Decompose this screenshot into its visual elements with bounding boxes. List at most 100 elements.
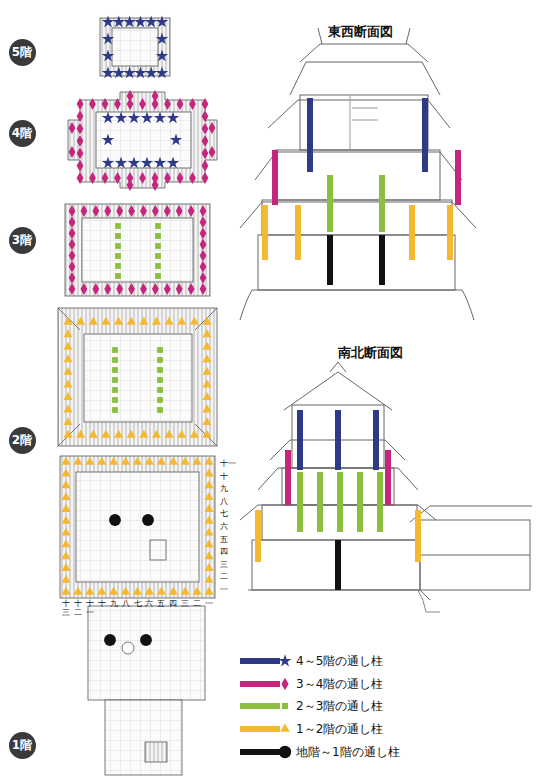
through-pillar bbox=[335, 540, 341, 590]
pillar-marker bbox=[202, 110, 209, 122]
marker-group bbox=[102, 15, 168, 78]
pillar-marker bbox=[204, 539, 213, 547]
floor-badge: 5階 bbox=[9, 39, 36, 66]
pillar-marker bbox=[170, 133, 182, 145]
pillar-marker bbox=[139, 98, 146, 110]
pillar-marker bbox=[61, 539, 70, 547]
pillar-marker bbox=[77, 160, 84, 172]
pillar-marker bbox=[139, 430, 148, 438]
pillar-marker bbox=[63, 329, 72, 337]
pillar-marker bbox=[202, 405, 211, 413]
floor-label: 1階 bbox=[12, 739, 32, 751]
pillar-marker bbox=[69, 283, 76, 295]
pillar-marker bbox=[63, 342, 72, 350]
grid-number: 二 bbox=[193, 600, 201, 609]
pillar-marker bbox=[177, 98, 184, 110]
marker-group bbox=[61, 457, 213, 595]
pillar-marker bbox=[114, 317, 123, 325]
legend-swatch bbox=[240, 749, 280, 755]
through-pillar bbox=[295, 205, 301, 260]
grid-number: 十三 bbox=[62, 600, 70, 618]
pillar-marker bbox=[77, 135, 84, 147]
through-pillar bbox=[447, 205, 453, 260]
pillar-marker bbox=[113, 66, 125, 78]
through-pillar bbox=[262, 205, 268, 260]
grid-number: 三 bbox=[181, 600, 189, 609]
south-north-section bbox=[240, 362, 532, 612]
pillar-marker bbox=[200, 205, 207, 217]
pillar-marker bbox=[204, 587, 213, 595]
pillar-marker bbox=[69, 272, 76, 284]
grid-number: 五 bbox=[157, 600, 165, 609]
grid-number: 七 bbox=[220, 510, 228, 518]
pillar-marker bbox=[73, 587, 82, 595]
pillar-marker bbox=[181, 587, 190, 595]
pillar-marker bbox=[202, 135, 209, 147]
pillar-marker bbox=[109, 457, 118, 465]
pillar-marker bbox=[89, 317, 98, 325]
pillar-marker bbox=[157, 367, 163, 373]
grid-number: 一 bbox=[205, 600, 213, 609]
grid-number: 九 bbox=[220, 485, 228, 493]
pillar-marker bbox=[115, 263, 121, 269]
pillar-marker bbox=[202, 123, 209, 135]
pillar-marker bbox=[145, 15, 157, 27]
pillar-marker bbox=[176, 205, 183, 217]
pillar-marker bbox=[101, 317, 110, 325]
pillar-marker bbox=[142, 514, 154, 526]
section-title: 南北断面図 bbox=[338, 344, 403, 362]
pillar-marker bbox=[164, 205, 171, 217]
through-pillar bbox=[455, 150, 461, 205]
pillar-marker bbox=[128, 283, 135, 295]
through-pillar bbox=[317, 472, 323, 532]
pillar-marker bbox=[202, 329, 211, 337]
pillar-marker bbox=[152, 179, 159, 191]
floor-badge: 3階 bbox=[9, 227, 36, 254]
pillar-marker bbox=[202, 430, 211, 438]
pillar-marker bbox=[204, 516, 213, 524]
pillar-marker bbox=[76, 430, 85, 438]
pillar-marker bbox=[193, 587, 202, 595]
through-pillar bbox=[307, 98, 313, 172]
pillar-marker bbox=[112, 387, 118, 393]
pillar-marker bbox=[69, 216, 76, 228]
pillar-marker bbox=[165, 317, 174, 325]
pillar-marker bbox=[164, 98, 171, 110]
pillar-marker bbox=[61, 504, 70, 512]
pillar-marker bbox=[202, 317, 211, 325]
grid-number: 十二 bbox=[74, 600, 82, 618]
pillar-marker bbox=[189, 172, 196, 184]
pillar-marker bbox=[134, 66, 146, 78]
pillar-marker bbox=[202, 98, 209, 110]
pillar-marker bbox=[112, 377, 118, 383]
pillar-marker bbox=[155, 223, 161, 229]
pillar-marker bbox=[157, 397, 163, 403]
pillar-marker bbox=[69, 261, 76, 273]
pillar-marker bbox=[97, 457, 106, 465]
pillar-marker bbox=[152, 283, 159, 295]
pillar-marker bbox=[112, 357, 118, 363]
pillar-marker bbox=[115, 156, 127, 168]
pillar-marker bbox=[156, 32, 168, 44]
pillar-marker bbox=[164, 283, 171, 295]
pillar-marker bbox=[127, 430, 136, 438]
pillar-marker bbox=[202, 392, 211, 400]
pillar-marker bbox=[200, 239, 207, 251]
pillar-marker bbox=[176, 283, 183, 295]
pillar-marker bbox=[209, 146, 216, 158]
pillar-marker bbox=[177, 172, 184, 184]
grid-number: 七 bbox=[134, 600, 142, 609]
pillar-marker bbox=[209, 122, 216, 134]
pillar-marker bbox=[77, 110, 84, 122]
pillar-marker bbox=[77, 98, 84, 110]
pillar-marker bbox=[155, 233, 161, 239]
pillar-marker bbox=[109, 587, 118, 595]
marker-group bbox=[115, 223, 161, 279]
pillar-marker bbox=[112, 367, 118, 373]
grid-number: 八 bbox=[220, 498, 228, 506]
pillar-marker bbox=[101, 430, 110, 438]
pillar-marker bbox=[102, 111, 114, 123]
marker-group bbox=[112, 347, 163, 413]
marker-group bbox=[63, 317, 211, 438]
pillar-marker bbox=[109, 514, 121, 526]
